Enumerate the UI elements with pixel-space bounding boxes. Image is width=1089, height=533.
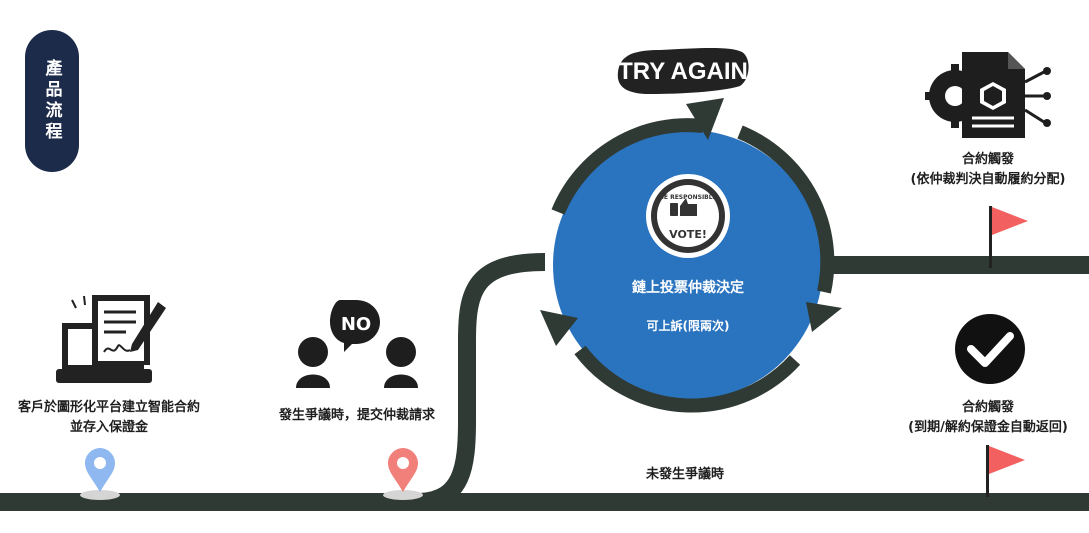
vote-step-label: 鏈上投票仲裁決定 bbox=[588, 278, 788, 298]
arrowhead-bottom bbox=[540, 310, 578, 346]
arbitration-trigger-label: 合約觸發 (依仲裁判決自動履約分配) bbox=[890, 150, 1086, 190]
badge-vote-text: VOTE! bbox=[669, 228, 707, 241]
arb-trigger-line-2: (依仲裁判決自動履約分配) bbox=[910, 172, 1066, 187]
checkmark-icon bbox=[955, 314, 1025, 384]
appeal-text: 可上訴(限兩次) bbox=[646, 319, 730, 333]
arb-trigger-line-1: 合約觸發 bbox=[961, 152, 1014, 167]
no-dispute-text: 未發生爭議時 bbox=[645, 467, 724, 482]
deposit-line-1: 客戶於圖形化平台建立智能合約 bbox=[17, 400, 200, 415]
dispute-line: 發生爭議時，提交仲裁請求 bbox=[278, 408, 435, 423]
dispute-people-icon: NO bbox=[296, 300, 418, 388]
flag-lower-icon bbox=[986, 445, 1025, 497]
appeal-label: 可上訴(限兩次) bbox=[608, 316, 768, 336]
cycle-arrow-right bbox=[737, 125, 835, 294]
try-again-badge: TRY AGAIN bbox=[617, 48, 749, 94]
curved-road bbox=[419, 253, 546, 511]
vote-title: 鏈上投票仲裁決定 bbox=[632, 280, 744, 296]
flag-upper-icon bbox=[989, 206, 1028, 268]
sidebar-label-text: 產品流程 bbox=[41, 59, 62, 143]
deposit-line-2: 並存入保證金 bbox=[69, 420, 148, 435]
exp-trigger-line-1: 合約觸發 bbox=[961, 400, 1014, 415]
no-text: NO bbox=[341, 314, 371, 335]
cycle-arrow-top bbox=[551, 118, 704, 215]
vote-badge-icon: BE RESPONSIBLE VOTE! bbox=[646, 174, 730, 258]
right-road bbox=[830, 256, 1089, 274]
cycle-arrow-bottom bbox=[574, 345, 801, 413]
bottom-road bbox=[0, 493, 1089, 511]
exp-trigger-line-2: (到期/解約保證金自動返回) bbox=[908, 420, 1068, 435]
try-again-text: TRY AGAIN bbox=[618, 58, 748, 85]
badge-top-text: BE RESPONSIBLE bbox=[659, 194, 716, 201]
deposit-step-label: 客戶於圖形化平台建立智能合約 並存入保證金 bbox=[2, 398, 216, 438]
pin-blue-icon bbox=[80, 448, 120, 500]
sidebar-process-label: 產品流程 bbox=[25, 30, 79, 172]
no-dispute-label: 未發生爭議時 bbox=[620, 465, 750, 485]
smart-contract-gear-icon bbox=[925, 52, 1051, 138]
pin-red-icon bbox=[383, 448, 423, 500]
expiry-trigger-label: 合約觸發 (到期/解約保證金自動返回) bbox=[890, 398, 1086, 438]
vote-circle bbox=[553, 130, 823, 400]
arrowhead-top bbox=[686, 98, 724, 140]
arrowhead-right bbox=[806, 302, 842, 332]
contract-laptop-icon bbox=[56, 295, 166, 383]
dispute-step-label: 發生爭議時，提交仲裁請求 bbox=[262, 406, 452, 426]
